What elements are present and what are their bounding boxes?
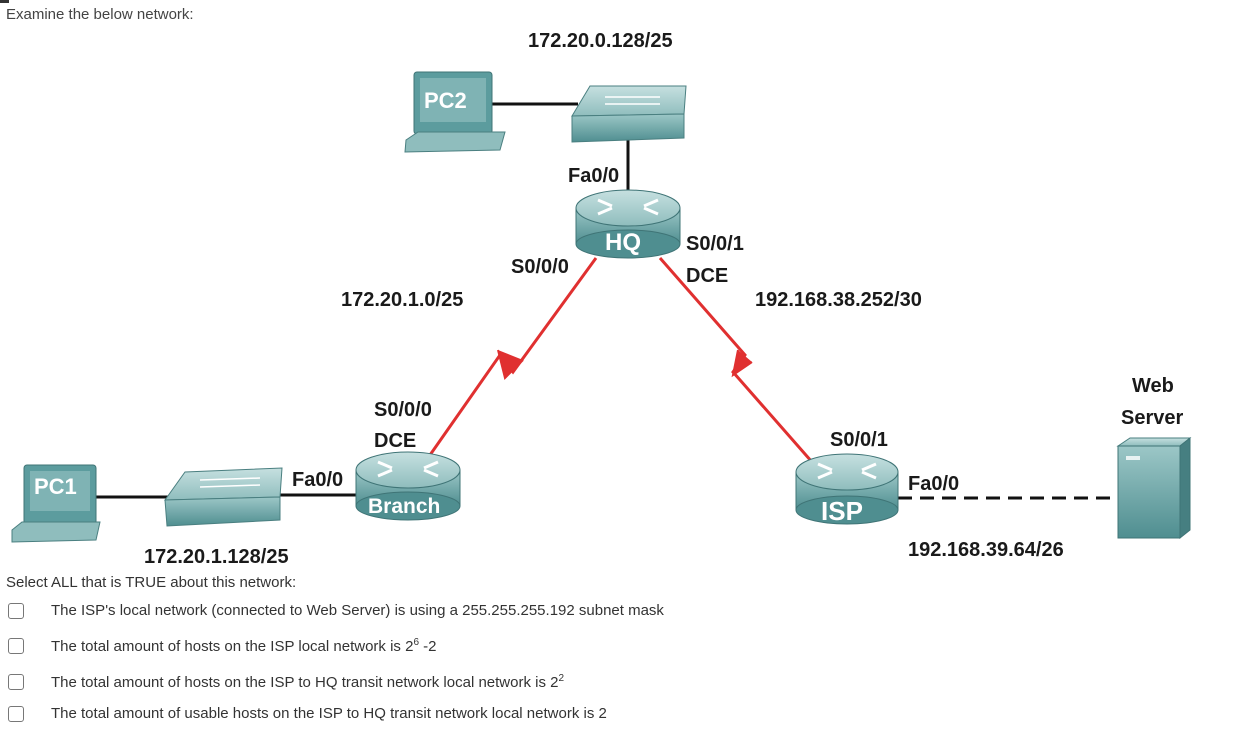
network-diagram: PC2 PC1 HQ Branch ISP Web Server	[11, 30, 1192, 568]
option-3-text: The total amount of hosts on the ISP to …	[51, 673, 565, 691]
option-4-checkbox[interactable]	[8, 706, 24, 722]
network-hq-lan: 172.20.0.128/25	[528, 30, 673, 52]
isp-label: ISP	[821, 496, 863, 526]
branch-s000-label: S0/0/0	[374, 399, 432, 421]
serial-links	[428, 257, 814, 463]
branch-dce-label: DCE	[374, 430, 416, 452]
pc2-icon[interactable]: PC2	[404, 71, 506, 153]
web-server-label-line1: Web	[1132, 375, 1174, 397]
isp-s001-label: S0/0/1	[830, 429, 888, 451]
option-2-checkbox[interactable]	[8, 638, 24, 654]
pc1-label: PC1	[34, 474, 77, 499]
isp-fa00-label: Fa0/0	[908, 473, 959, 495]
pc1-icon[interactable]: PC1	[11, 464, 101, 543]
ethernet-links	[95, 102, 1118, 500]
hq-dce-label: DCE	[686, 265, 728, 287]
option-4-text: The total amount of usable hosts on the …	[51, 705, 607, 722]
corner-mark	[0, 0, 9, 3]
option-1[interactable]: The ISP's local network (connected to We…	[8, 600, 664, 622]
hq-s000-label: S0/0/0	[511, 256, 569, 278]
branch-label: Branch	[368, 495, 440, 518]
network-isp-lan: 192.168.39.64/26	[908, 539, 1064, 561]
option-1-text: The ISP's local network (connected to We…	[51, 602, 664, 619]
network-hq-branch: 172.20.1.0/25	[341, 289, 463, 311]
switch-branch-icon[interactable]	[164, 467, 283, 527]
network-hq-isp: 192.168.38.252/30	[755, 289, 922, 311]
option-4[interactable]: The total amount of usable hosts on the …	[8, 703, 607, 725]
web-server-label-line2: Server	[1121, 407, 1183, 429]
option-1-checkbox[interactable]	[8, 603, 24, 619]
router-branch-icon[interactable]: Branch	[355, 451, 461, 521]
hq-fa00-label: Fa0/0	[568, 165, 619, 187]
serial-bolt-hq-isp	[731, 349, 753, 378]
option-3[interactable]: The total amount of hosts on the ISP to …	[8, 671, 564, 693]
question-title: Select ALL that is TRUE about this netwo…	[6, 574, 297, 591]
branch-fa00-label: Fa0/0	[292, 469, 343, 491]
option-2-text: The total amount of hosts on the ISP loc…	[51, 637, 437, 655]
serial-bolt-branch-hq	[497, 349, 524, 380]
hq-s001-label: S0/0/1	[686, 233, 744, 255]
switch-hq-icon[interactable]	[571, 85, 687, 143]
web-server-icon[interactable]	[1116, 436, 1192, 540]
router-hq-icon[interactable]: HQ	[575, 189, 681, 259]
hq-label: HQ	[605, 229, 641, 256]
router-isp-icon[interactable]: ISP	[795, 453, 899, 526]
network-branch-lan: 172.20.1.128/25	[144, 546, 289, 568]
pc2-label: PC2	[424, 88, 467, 113]
option-2[interactable]: The total amount of hosts on the ISP loc…	[8, 635, 437, 657]
prompt-text: Examine the below network:	[6, 6, 194, 23]
option-3-checkbox[interactable]	[8, 674, 24, 690]
